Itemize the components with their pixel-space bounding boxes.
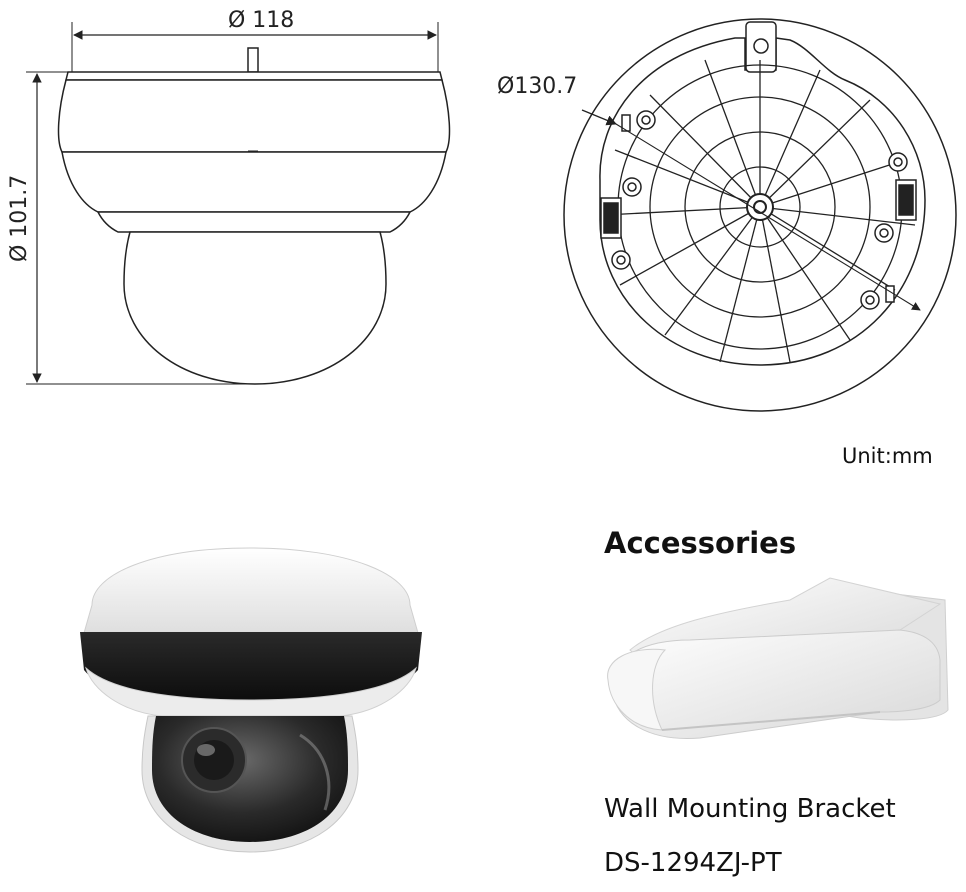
lock-tab	[745, 21, 777, 73]
mount-view-drawing	[563, 18, 957, 412]
width-dimension-label: Ø 118	[228, 8, 294, 33]
mount-outer-circle	[563, 18, 957, 412]
unit-label: Unit:mm	[842, 444, 933, 468]
height-dimension-label: Ø 101.7	[7, 175, 32, 262]
lower-housing	[61, 151, 447, 213]
lens-ring	[96, 211, 412, 233]
mount-diameter-label: Ø130.7	[497, 74, 577, 99]
bracket-photo	[607, 577, 949, 740]
camera-photo	[80, 547, 422, 853]
mount-web-spokes	[604, 59, 916, 363]
camera-dark-band	[80, 632, 422, 700]
top-plate	[65, 71, 443, 81]
bracket-model: DS-1294ZJ-PT	[604, 848, 782, 878]
center-hub	[746, 193, 774, 221]
top-nub	[247, 47, 259, 73]
mount-diameter-line	[581, 109, 617, 126]
screw-holes	[611, 110, 908, 310]
upper-housing	[57, 79, 451, 153]
side-view-drawing	[26, 22, 451, 385]
accessories-heading: Accessories	[604, 526, 797, 560]
dome	[123, 231, 387, 385]
bracket-name: Wall Mounting Bracket	[604, 794, 896, 824]
